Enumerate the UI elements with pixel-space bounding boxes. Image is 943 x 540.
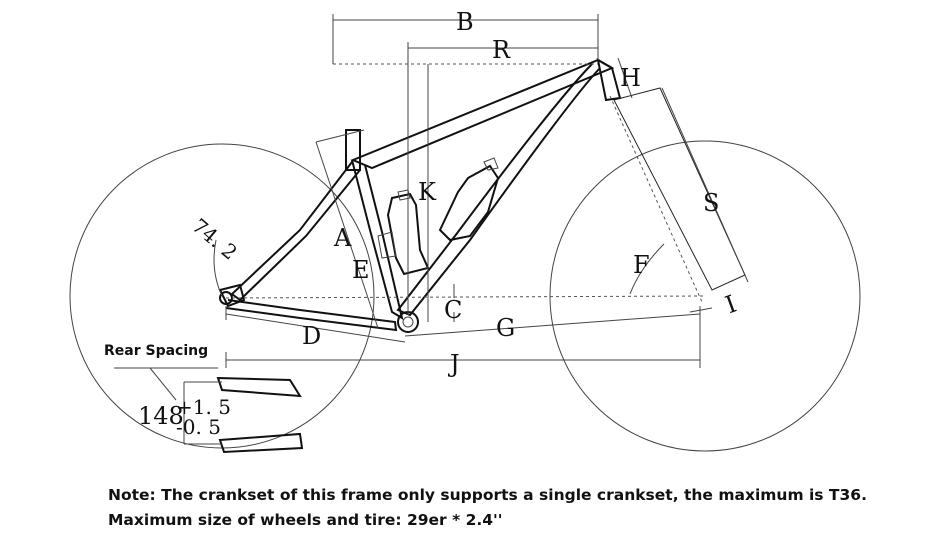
note-crankset: Note: The crankset of this frame only su… [108, 486, 867, 504]
dim-label-s: S [703, 189, 719, 217]
dim-label-d: D [302, 322, 321, 350]
dim-label-g: G [496, 314, 515, 342]
note-wheel-size: Maximum size of wheels and tire: 29er * … [108, 511, 503, 529]
dimension-guides [213, 14, 749, 368]
frame [218, 58, 622, 333]
rear-spacing-detail [114, 367, 304, 454]
rear-spacing-label: Rear Spacing [104, 343, 209, 359]
dim-label-r: R [492, 36, 511, 64]
dim-label-b: B [456, 8, 474, 36]
seat-angle-label: 74. 2 [187, 214, 241, 265]
dim-label-e: E [352, 256, 370, 284]
dim-label-c: C [444, 296, 462, 324]
dim-label-h: H [620, 64, 641, 92]
dim-label-f: F [633, 251, 650, 279]
front-wheel [549, 140, 861, 452]
dim-label-a: A [333, 224, 352, 252]
dim-label-j: J [447, 350, 460, 378]
dim-label-k: K [418, 178, 437, 206]
bottle-cage-down-tube [438, 157, 500, 242]
rear-spacing-plus: +1. 5 [176, 395, 231, 419]
rear-spacing-minus: -0. 5 [176, 415, 221, 439]
rear-spacing-value: 148 [138, 402, 184, 430]
dim-label-i: I [722, 290, 740, 320]
